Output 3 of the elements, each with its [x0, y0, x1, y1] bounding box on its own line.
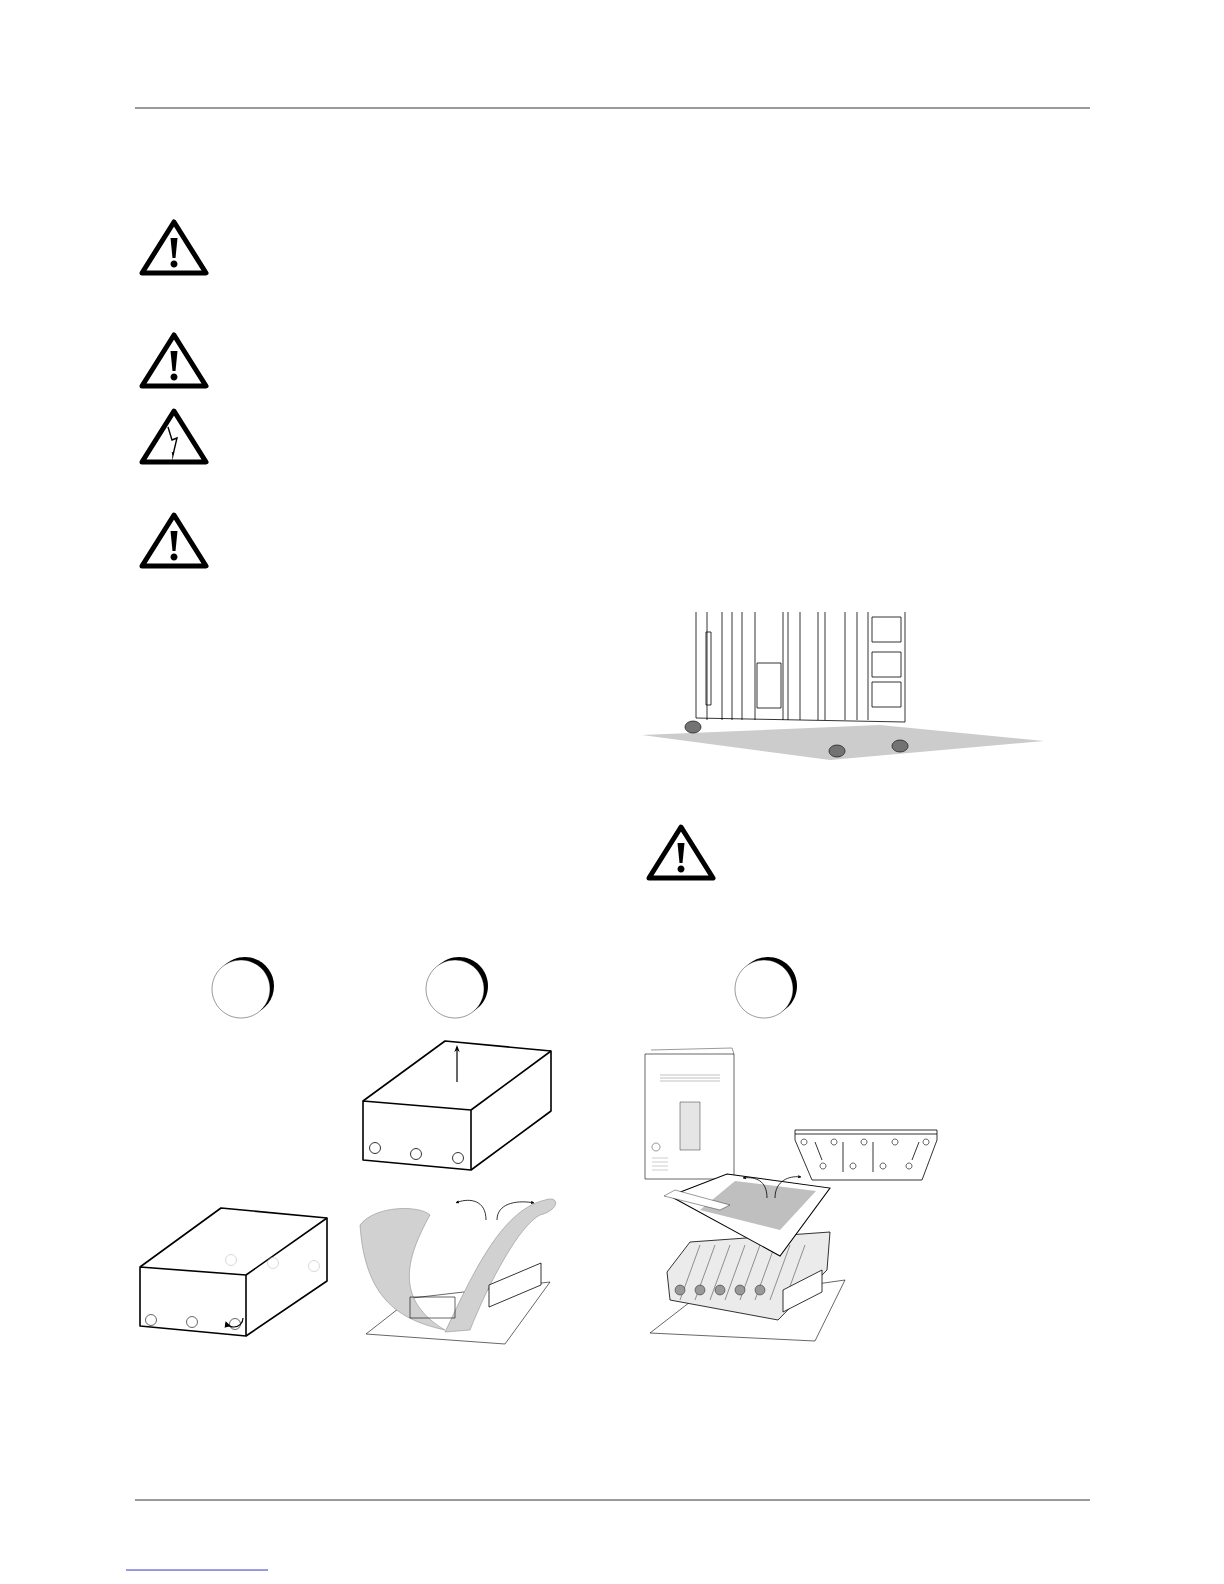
- step-circle: [734, 957, 797, 1019]
- step-circle: [211, 957, 274, 1019]
- step-circle: [425, 957, 488, 1019]
